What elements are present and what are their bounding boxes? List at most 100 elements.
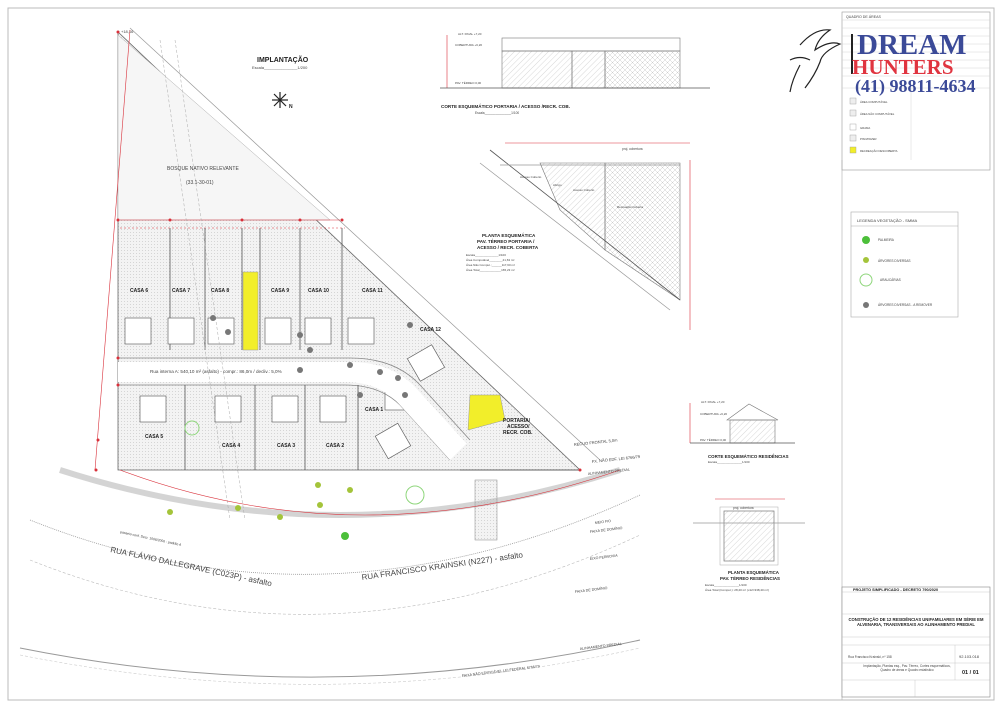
access-gate	[474, 479, 498, 541]
house-label: CASA 10	[308, 288, 329, 294]
project-label: PROJETO SIMPLIFICADO - DECRETO 790/2020	[853, 588, 938, 592]
house-label: CASA 12	[420, 327, 441, 333]
house-label: CASA 3	[277, 443, 295, 449]
vegetation-legend	[850, 211, 959, 318]
sheet-frame	[7, 7, 995, 701]
recreation-area-1	[242, 271, 259, 351]
vegetation-legend-title: LEGENDA VEGETAÇÃO - SMMA	[857, 218, 917, 223]
portaria-line2: ACESSO/	[507, 424, 530, 430]
house-label: CASA 9	[271, 288, 289, 294]
address: Rua Francisco Krainski, nº 158	[848, 655, 892, 659]
eagle-logo-icon	[789, 29, 842, 93]
project-main-title: CONSTRUÇÃO DE 12 RESIDÊNCIAS UNIFAMILIAR…	[848, 617, 984, 627]
portaria-line3: RECR. COB.	[503, 430, 533, 436]
streets-faixa_dominio_2: FAIXA DE DOMÍNIO	[575, 586, 608, 594]
implantacao-title: IMPLANTAÇÃO	[257, 55, 309, 64]
planta_portaria-rooms-3: Recreação Coberta	[617, 205, 643, 209]
corte_portaria-alt_final: ALT. FINAL +7,20	[701, 400, 725, 404]
planta-residencias	[693, 498, 805, 566]
house-label: CASA 8	[211, 288, 229, 294]
street-francisco-label: RUA FRANCISCO KRAINSKI (N227) - asfalto	[361, 550, 524, 582]
planta_residencias-title2: PAV. TÉRREO RESIDÊNCIAS	[720, 576, 780, 581]
trees-to-remove	[210, 315, 413, 398]
corte_portaria-scale: Escala_______________1/100	[475, 111, 519, 115]
sheet-number: 01 / 01	[962, 670, 979, 676]
streets-alinhamento_2: ALINHAMENTO PREDIAL	[580, 642, 622, 651]
area_legend-3: PISO/PAVER	[860, 137, 877, 141]
planta_portaria-rows-1: Área Computável________41,63 m²	[466, 258, 514, 262]
vegetation_legend-items-2-label: ARAUCÁRIAS	[880, 278, 901, 282]
north-arrow-icon	[272, 92, 288, 108]
corner-level: +18,16	[121, 29, 134, 34]
portaria-line1: PORTARIA/	[503, 418, 531, 424]
planta-residencias-title: PLANTA ESQUEMÁTICA	[728, 570, 780, 575]
trees-diverse	[167, 482, 353, 520]
bosque-code: (33.1-30-01)	[186, 180, 214, 186]
house-label: CASA 7	[172, 288, 190, 294]
corte_portaria-cobertura: COBERTURA +6,20	[455, 43, 482, 47]
area-legend: ÁREA COMPUTÁVEL ÁREA NÃO COMPUTÁVEL GRAM…	[860, 100, 898, 153]
araucaria-icon	[859, 273, 873, 287]
sheet-contents: Implantação, Plantas esq., Pav. Térreo, …	[863, 664, 951, 672]
implantacao-scale: Escala_______________1/200	[252, 65, 308, 70]
palm-tree	[341, 532, 349, 540]
streets-recuo_frontal: RECUO FRONTAL 5,0m	[574, 437, 619, 447]
planta_portaria-rooms-2: Acesso Coberto	[573, 188, 595, 192]
logo-hunters: HUNTERS	[852, 55, 954, 79]
planta_portaria-title2: PAV. TÉRREO PORTARIA /	[477, 237, 535, 244]
planta_portaria-rooms-1: Abrigo	[553, 183, 562, 187]
corte-portaria	[440, 35, 710, 89]
planta_portaria-rows-2: Área Não Comput.:______117,60 m²	[466, 263, 515, 267]
planta-portaria-title: PLANTA ESQUEMÁTICA	[482, 232, 536, 238]
planta_residencias-proj_cobertura: proj. cobertura	[733, 506, 754, 510]
vegetation_legend-items-0-label: PALMEIRA	[878, 238, 895, 242]
planta_portaria-proj_cobertura: proj. cobertura	[622, 147, 643, 151]
tree-icon	[863, 257, 869, 263]
araucaria	[184, 420, 425, 505]
corte-residencias	[689, 403, 795, 444]
corte-residencias-title: CORTE ESQUEMÁTICO RESIDÊNCIAS	[708, 454, 789, 459]
vegetation_legend-items-3-label: ÁRVORES DIVERSAS - A REMOVER	[878, 303, 933, 307]
area_legend-2: GRAMA	[860, 126, 870, 130]
planta_portaria-rows-3: Área Total_____________165,23 m²	[466, 268, 515, 272]
street-flavio-label: RUA FLÁVIO DALLEGRAVE (C023P) - asfalto	[110, 545, 274, 588]
planta_residencias-scale: Escala_______________1/100	[705, 583, 747, 587]
streets-eixo_ferrovia: EIXO FERROVIA	[590, 554, 619, 561]
house-labels: CASA 6 CASA 7 CASA 8 CASA 9 CASA 10 CASA…	[130, 288, 441, 449]
streets-alinhamento_1: ALINHAMENTO PREDIAL	[588, 468, 630, 476]
corte_portaria-pav_terreo: PAV. TÉRREO 0,00	[700, 437, 726, 442]
streets-faixa_nao_edif: FAIXA NÃO EDIFICÁVEL LEI FEDERAL 6766/79	[462, 663, 540, 678]
streets-fx_nao_edf: FX. NÃO EDF. LEI 6766/79	[592, 454, 641, 464]
house-label: CASA 6	[130, 288, 148, 294]
corte-portaria-title: CORTE ESQUEMÁTICO PORTARIA / ACESSO /REC…	[441, 103, 570, 109]
streets-faixa_dominio_1: FAIXA DE DOMÍNIO	[590, 526, 623, 534]
area_legend-0: ÁREA COMPUTÁVEL	[860, 100, 888, 104]
railway-axis	[29, 494, 641, 575]
area_legend-1: ÁREA NÃO COMPUTÁVEL	[860, 111, 895, 116]
indicacao-fiscal: 92.103.018	[959, 654, 980, 659]
house-label: CASA 1	[365, 407, 383, 413]
streets-meio_fio: MEIO FIO	[595, 519, 612, 525]
area_legend-4: RECREAÇÃO DESCOBERTA	[860, 148, 898, 153]
planta-portaria	[479, 142, 691, 330]
sidewalk	[59, 467, 621, 518]
north-label: N	[289, 104, 293, 110]
recreation-area-2	[467, 394, 506, 431]
title-block	[841, 160, 991, 700]
logo-dream: DREAM	[857, 29, 967, 61]
site-plan	[19, 27, 641, 685]
corte_residencias-scale: Escala_______________1/100	[708, 460, 750, 464]
planta_residencias-area: Área Total (Comput.): 28,20 m² (x12=338,…	[705, 588, 769, 592]
corte_portaria-alt_final: ALT. FINAL +7,20	[458, 32, 482, 36]
area-table-title: QUADRO DE ÁREAS	[846, 15, 882, 19]
streets-passeio: passeio conf. Decr. 1066/2006 - padrão A	[120, 530, 183, 547]
house-label: CASA 11	[362, 288, 383, 294]
portaria-label: PORTARIA/ ACESSO/ RECR. COB.	[503, 418, 533, 436]
planta_portaria-title3: ACESSO / RECR. COBERTA	[477, 245, 539, 250]
logo-phone: (41) 98811-4634	[855, 76, 976, 97]
planta_portaria-rows-0: Escala______________1/100	[466, 253, 506, 257]
corte_portaria-pav_terreo: PAV. TÉRREO 0,00	[455, 80, 481, 85]
corte_portaria-cobertura: COBERTURA +6,20	[700, 412, 727, 416]
planta-portaria-areas: Escala______________1/100 Área Computáve…	[466, 253, 515, 272]
